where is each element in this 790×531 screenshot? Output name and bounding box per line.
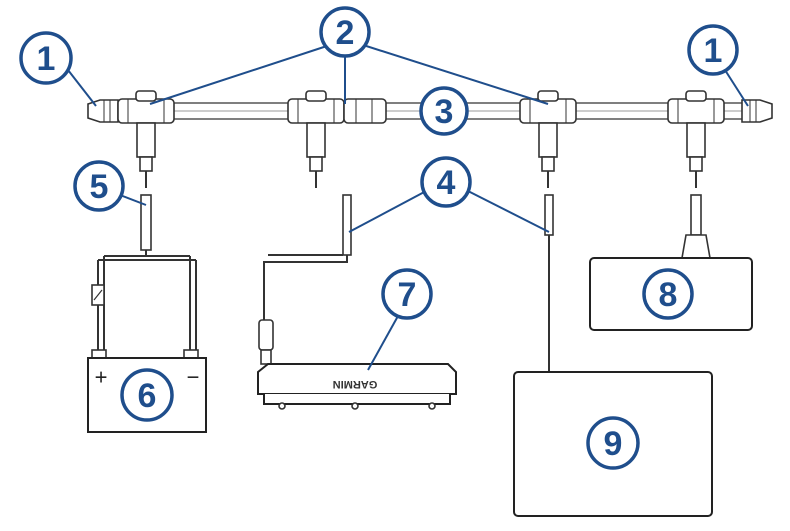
callout-gps-device: 7 — [381, 268, 433, 320]
svg-text:1: 1 — [37, 40, 56, 78]
svg-text:5: 5 — [90, 168, 109, 206]
callout-chartplotter: 9 — [586, 416, 640, 470]
t-connector-2b — [343, 98, 387, 124]
callout-terminator-left: 1 — [19, 31, 73, 85]
t-connector-3 — [519, 90, 577, 188]
t-connector-4 — [667, 90, 725, 188]
t-connector-1 — [117, 90, 175, 188]
garmin-logo: GARMIN — [333, 378, 378, 390]
callout-terminator-right: 1 — [687, 24, 739, 76]
terminator-right — [741, 99, 773, 123]
leader-lines — [67, 43, 749, 371]
callout-nmea-device: 8 — [642, 268, 694, 320]
svg-text:9: 9 — [604, 425, 623, 463]
callout-backbone: 3 — [419, 86, 469, 136]
callout-power-cable: 5 — [73, 160, 125, 212]
gps-device: GARMIN — [257, 363, 457, 410]
svg-text:7: 7 — [398, 276, 417, 314]
svg-text:8: 8 — [659, 276, 678, 314]
power-cable — [91, 194, 197, 350]
svg-text:2: 2 — [336, 14, 355, 52]
drop-cable-gps — [258, 194, 352, 365]
terminator-left — [87, 99, 119, 123]
nmea-device-cable — [681, 194, 711, 259]
callout-battery: 6 — [120, 368, 174, 422]
callout-t-connectors: 2 — [319, 6, 371, 58]
battery-minus-sign: − — [187, 365, 200, 390]
svg-text:6: 6 — [138, 377, 157, 415]
battery-plus-sign: + — [95, 365, 108, 390]
svg-text:4: 4 — [437, 164, 456, 202]
svg-text:3: 3 — [435, 93, 454, 131]
svg-text:1: 1 — [704, 32, 723, 70]
callout-drop-cables: 4 — [420, 156, 472, 208]
t-connector-2 — [287, 90, 345, 188]
drop-cable-chartplotter — [544, 194, 554, 372]
